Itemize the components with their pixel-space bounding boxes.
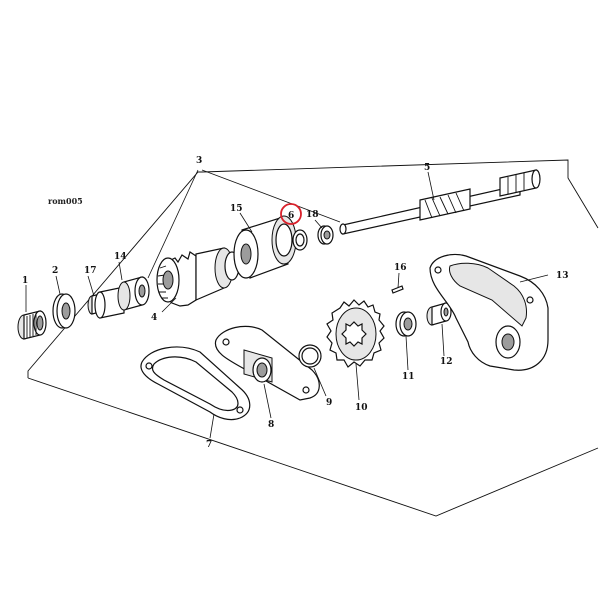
- part-10-idler-gear: [326, 299, 385, 368]
- callout-numbers: 1 2 3 4 5 6 7 8 9 10 11 12 13 14 15 16 1…: [22, 156, 569, 450]
- highlight-ring: [280, 203, 302, 225]
- part-6-ring: [292, 229, 308, 251]
- callout-1: 1: [22, 276, 28, 286]
- part-14-pinion-shaft: [94, 276, 150, 319]
- callout-16: 16: [394, 263, 407, 273]
- callout-12: 12: [440, 357, 453, 367]
- part-11-seal: [395, 311, 417, 337]
- callout-13: 13: [556, 271, 569, 281]
- callout-4: 4: [151, 313, 157, 323]
- part-2-washer: [52, 293, 76, 329]
- part-12-bushing: [426, 302, 452, 326]
- part-8-housing-plate: [214, 325, 320, 401]
- leader-lines: [25, 169, 549, 439]
- callout-3: 3: [196, 156, 202, 166]
- callout-9: 9: [326, 398, 332, 408]
- callout-18: 18: [306, 210, 319, 220]
- part-9-o-ring: [298, 344, 322, 368]
- part-7-gasket: [140, 346, 251, 421]
- callout-14: 14: [114, 252, 127, 262]
- part-13-drive-housing: [429, 253, 549, 371]
- part-16-pin: [391, 285, 404, 294]
- callout-10: 10: [355, 403, 368, 413]
- part-4-drive-gear: [156, 247, 240, 307]
- callout-17: 17: [84, 266, 97, 276]
- part-15-clutch-drum: [233, 215, 297, 279]
- callout-5: 5: [424, 163, 430, 173]
- callout-7: 7: [206, 440, 212, 450]
- callout-15: 15: [230, 204, 243, 214]
- assembly-outline: [27, 159, 599, 517]
- callout-6: 6: [288, 211, 294, 221]
- part-5-armature-shaft: [339, 169, 541, 235]
- callout-8: 8: [268, 420, 274, 430]
- part-18-washer: [317, 225, 334, 245]
- callout-2: 2: [52, 266, 58, 276]
- figure-code: rom005: [48, 196, 83, 206]
- callout-11: 11: [402, 372, 415, 382]
- part-1-needle-bearing: [17, 310, 47, 340]
